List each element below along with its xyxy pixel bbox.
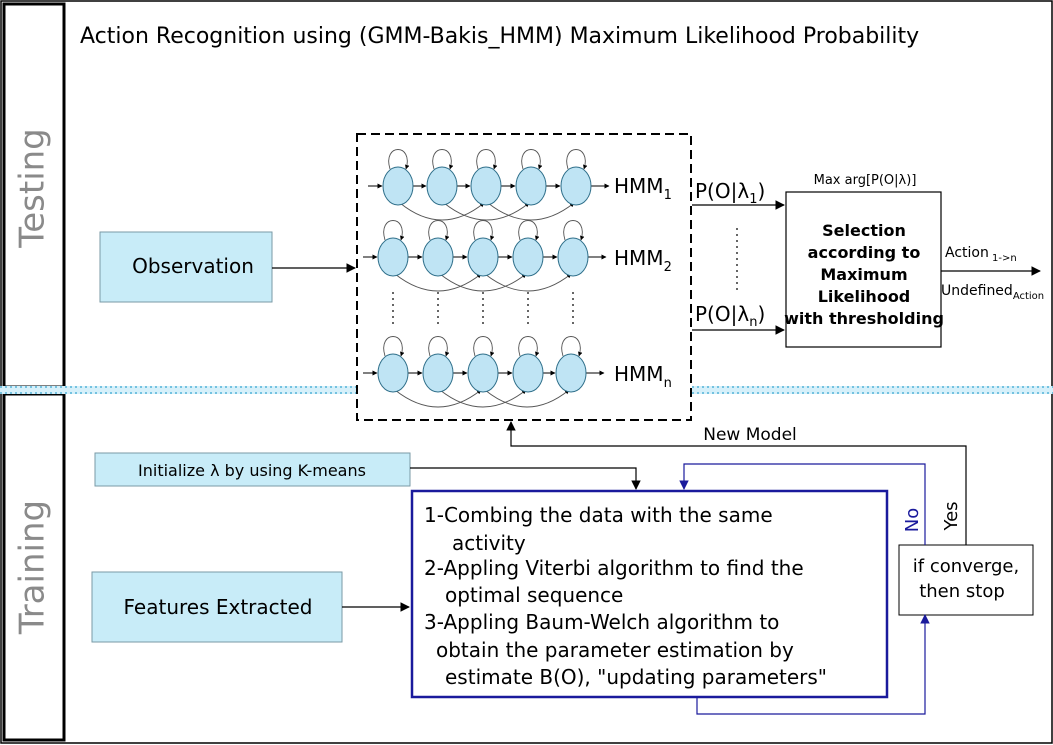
selection-line-5: with thresholding [784,309,944,328]
new-model-arrow [506,421,967,545]
diagram-title: Action Recognition using (GMM-Bakis_HMM)… [80,24,919,49]
selection-line-2: according to [808,243,921,262]
hmm-state-4 [515,166,547,206]
hmm-state-2 [422,353,454,393]
new-model-label: New Model [703,425,797,445]
hmm-state-1 [382,166,414,206]
steps-to-converge-arrow [696,614,930,715]
initialize-arrow [410,467,641,490]
features-label: Features Extracted [124,595,313,619]
hmm-self-loop [428,220,450,241]
step-line-4: optimal sequence [445,583,623,607]
hmm-state-2 [426,166,458,206]
initialize-label: Initialize λ by using K-means [138,461,366,480]
hmm-skip-arc [443,202,530,221]
hmm-state-4 [512,353,544,393]
selection-line-1: Selection [822,221,906,240]
training-section-column [2,392,66,742]
hmm-label-n: HMMn [614,362,672,391]
hmm-self-loop [563,220,585,241]
observation-label: Observation [132,254,254,278]
hmm-state-5 [560,166,592,206]
selection-line-4: Likelihood [818,287,911,306]
step-line-6: obtain the parameter estimation by [436,638,794,662]
hmm-self-loop [518,336,540,357]
hmm-skip-arc [394,389,482,408]
hmm-self-loop [473,336,495,357]
max-arg-label: Max arg[P(O|λ)] [814,173,917,188]
hmm-models-container [356,133,692,421]
hmm-skip-arc [487,202,575,221]
step-line-5: 3-Appling Baum-Welch algorithm to [424,610,779,634]
step-line-2: activity [452,531,526,555]
hmm-chain-2 [363,220,607,292]
hmm-state-3 [467,237,499,277]
training-section-label: Training [13,500,53,635]
hmm-skip-arc [484,389,570,408]
hmm-state-3 [467,353,499,393]
hmm-self-loop [476,149,498,170]
selection-text: Selection according to Maximum Likelihoo… [784,221,944,328]
hmm-self-loop [388,149,410,170]
hmm-skip-arc [399,202,485,221]
initialize-box [94,452,411,487]
hmm-skip-arc [439,389,527,408]
hmm-self-loop [473,220,495,241]
hmm-chain-1 [368,149,610,221]
training-steps-box [410,489,889,699]
step-line-1: 1-Combing the data with the same [424,503,773,527]
hmm-state-5 [557,237,589,277]
hmm-self-loop [566,149,588,170]
converge-box [898,544,1034,616]
hmm-chains [363,149,610,408]
no-loop-arrow [679,463,926,545]
hmm-label-1: HMM1 [614,174,672,203]
hmm-state-4 [512,237,544,277]
hmm-skip-arc [484,273,572,292]
hmm-self-loop [428,336,450,357]
no-label: No [902,508,923,532]
yes-label: Yes [941,501,962,531]
selection-line-3: Maximum [820,265,907,284]
hmm-state-2 [422,237,454,277]
prob-label-1: P(O|λ1) [695,179,765,207]
hmm-self-loop [521,149,543,170]
observation-box [99,231,273,303]
step-line-3: 2-Appling Viterbi algorithm to find the [424,556,804,580]
selection-box [785,191,942,348]
hmm-self-loop [432,149,454,170]
prob-label-n: P(O|λn) [695,302,765,330]
hmm-skip-arc [394,273,482,292]
features-box [91,571,343,643]
hmm-state-1 [377,353,409,393]
hmm-state-1 [377,237,409,277]
testing-section-label: Testing [13,128,53,249]
step-line-7: estimate B(O), "updating parameters" [445,665,827,689]
undefined-label: UndefinedAction [941,283,1044,302]
hmm-ellipsis-dots [392,228,738,326]
hmm-skip-arc [439,273,527,292]
converge-line-2: then stop [919,581,1005,602]
hmm-label-2: HMM2 [614,246,672,275]
action-label: Action 1->n [945,245,1017,264]
hmm-chain-3 [363,336,605,408]
hmm-state-3 [470,166,502,206]
hmm-self-loop [383,220,405,241]
hmm-self-loop [561,336,583,357]
section-divider [0,386,1053,394]
converge-line-1: if converge, [913,556,1019,577]
hmm-self-loop [518,220,540,241]
training-steps-text: 1-Combing the data with the same activit… [424,503,827,689]
hmm-self-loop [383,336,405,357]
hmm-state-5 [555,353,587,393]
